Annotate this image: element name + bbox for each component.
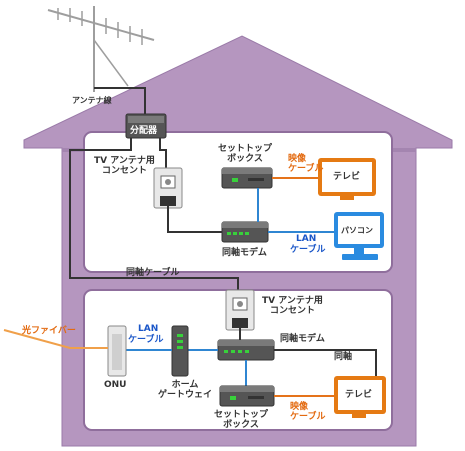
label-tv-top: テレビ bbox=[333, 172, 361, 182]
coax-outlet-to-modem-top bbox=[167, 206, 222, 233]
label-coax-modem-bottom: 同軸モデム bbox=[280, 334, 325, 344]
label-onu: ONU bbox=[104, 380, 127, 390]
label-coax-modem-top: 同軸モデム bbox=[222, 248, 267, 258]
lower-tv-outlet bbox=[225, 289, 255, 331]
label-tv-bottom: テレビ bbox=[345, 390, 373, 400]
label-pc: パソコン bbox=[341, 226, 373, 235]
upper-tv bbox=[318, 158, 376, 200]
fiber-line bbox=[3, 329, 108, 349]
splitter bbox=[125, 113, 167, 139]
upper-tv-outlet bbox=[153, 167, 183, 209]
label-tv-outlet-bottom: TV アンテナ用 コンセント bbox=[262, 296, 323, 316]
label-video-cable-bottom: 映像 ケーブル bbox=[290, 402, 326, 422]
upper-coax-modem bbox=[221, 221, 269, 243]
tv-antenna bbox=[47, 6, 155, 92]
label-fiber: 光ファイバー bbox=[22, 326, 76, 336]
label-antenna-wire: アンテナ線 bbox=[72, 96, 112, 105]
label-coax-short: 同軸 bbox=[334, 352, 353, 362]
label-home-gateway: ホーム ゲートウェイ bbox=[158, 380, 213, 400]
label-coax-cable: 同軸ケーブル bbox=[126, 268, 180, 278]
label-tv-outlet-top: TV アンテナ用 コンセント bbox=[94, 156, 155, 176]
label-splitter: 分配器 bbox=[130, 126, 158, 136]
lower-coax-modem bbox=[217, 339, 275, 361]
label-lan-top-1: LAN bbox=[296, 234, 317, 244]
upper-set-top-box bbox=[221, 167, 273, 189]
coax-modem-to-tv-bottom bbox=[274, 349, 377, 382]
onu bbox=[107, 325, 127, 377]
pc bbox=[334, 212, 384, 260]
lower-set-top-box bbox=[219, 385, 275, 407]
lower-tv bbox=[334, 376, 386, 418]
coax-to-upper-outlet bbox=[159, 138, 167, 168]
upper-room bbox=[83, 131, 393, 273]
coax-down-left bbox=[69, 138, 239, 290]
antenna-wire-line bbox=[94, 87, 146, 118]
label-stb-top: セットトップ ボックス bbox=[218, 144, 273, 164]
home-gateway bbox=[171, 325, 189, 377]
label-lan-bottom-1: LAN bbox=[138, 324, 159, 334]
label-stb-bottom: セットトップ ボックス bbox=[214, 410, 269, 430]
label-video-cable-top: 映像 ケーブル bbox=[288, 154, 324, 174]
label-lan-top-2: ケーブル bbox=[290, 245, 326, 255]
label-lan-bottom-2: ケーブル bbox=[128, 335, 164, 345]
